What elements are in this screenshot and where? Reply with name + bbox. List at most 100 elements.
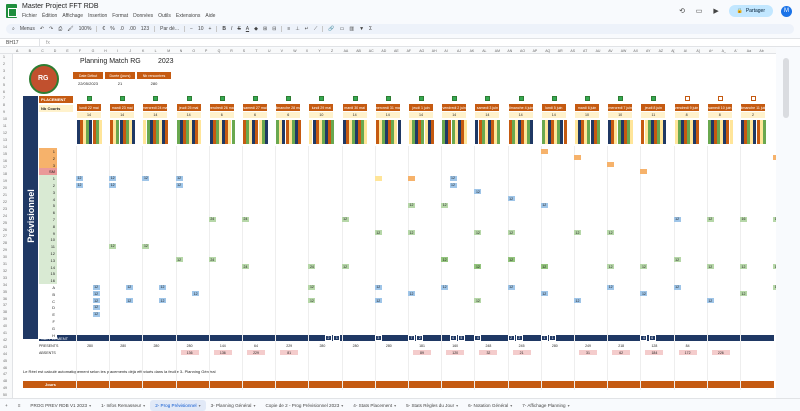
- paint-format-icon[interactable]: 🖌: [67, 26, 74, 32]
- menu-item[interactable]: Outils: [158, 13, 171, 19]
- row-header[interactable]: 21: [3, 193, 7, 197]
- currency-button[interactable]: €: [102, 26, 106, 32]
- schedule-cell[interactable]: 16: [773, 216, 776, 222]
- schedule-cell[interactable]: 12: [159, 284, 166, 290]
- search-icon[interactable]: ⌕: [12, 26, 15, 32]
- schedule-cell[interactable]: 12: [92, 298, 100, 304]
- presents-value[interactable]: 128: [651, 343, 658, 348]
- column-header[interactable]: J: [129, 49, 132, 53]
- column-header[interactable]: AR: [557, 49, 563, 53]
- schedule-cell[interactable]: 12: [76, 175, 83, 181]
- absents-value[interactable]: 62: [612, 350, 631, 355]
- column-header[interactable]: AK: [469, 49, 475, 53]
- column-header[interactable]: P: [205, 49, 208, 53]
- column-header[interactable]: O: [192, 49, 196, 53]
- chevron-down-icon[interactable]: ▾: [567, 402, 570, 408]
- presents-value[interactable]: 160: [452, 343, 459, 348]
- sheet-tab[interactable]: Copie de 2 - Prog Prévisionnel 2023▾: [260, 400, 348, 411]
- comment-icon[interactable]: ▭: [695, 8, 703, 15]
- absents-value[interactable]: 229: [247, 350, 265, 355]
- print-icon[interactable]: ⎙: [58, 26, 63, 32]
- supplement-cell[interactable]: 2: [515, 335, 523, 341]
- menu-item[interactable]: Insertion: [88, 13, 108, 19]
- presents-value[interactable]: 280: [551, 343, 558, 348]
- history-icon[interactable]: ⟲: [679, 8, 686, 15]
- column-header[interactable]: A: [16, 49, 19, 53]
- supplement-cell[interactable]: 1: [549, 335, 557, 341]
- menus-search[interactable]: Menus: [19, 26, 35, 32]
- schedule-cell[interactable]: 12: [92, 311, 100, 317]
- column-header[interactable]: L: [154, 49, 157, 53]
- presents-value[interactable]: 64: [254, 343, 258, 348]
- schedule-cell[interactable]: 12: [507, 230, 515, 236]
- add-sheet-button[interactable]: +: [0, 400, 13, 411]
- column-header[interactable]: AU: [595, 49, 601, 53]
- column-header[interactable]: S: [242, 49, 246, 53]
- column-header[interactable]: AJ: [457, 49, 462, 53]
- schedule-cell[interactable]: 12: [706, 216, 714, 222]
- borders-icon[interactable]: ⊞: [262, 26, 268, 32]
- placement-checkbox[interactable]: [684, 96, 690, 101]
- chevron-down-icon[interactable]: ▾: [341, 402, 344, 408]
- column-header[interactable]: K: [142, 49, 145, 53]
- font-select[interactable]: Par dé...: [160, 26, 180, 32]
- column-header[interactable]: A\: [683, 49, 688, 53]
- supplement-cell[interactable]: 6: [648, 335, 656, 341]
- schedule-cell[interactable]: 12: [374, 298, 382, 304]
- column-header[interactable]: AC: [368, 49, 374, 53]
- sheet-tab[interactable]: 5- Stats Règles du Jour▾: [401, 400, 463, 411]
- absents-value[interactable]: [81, 350, 99, 355]
- column-header[interactable]: AT: [583, 49, 588, 53]
- percent-button[interactable]: %: [110, 26, 115, 32]
- row-header[interactable]: 6: [3, 89, 5, 94]
- schedule-cell[interactable]: 12: [673, 284, 681, 290]
- sheet-tab[interactable]: 1- Infos Remasseur▾: [96, 400, 150, 411]
- chevron-down-icon[interactable]: ▾: [253, 402, 256, 408]
- placement-checkbox[interactable]: [485, 96, 491, 101]
- row-header[interactable]: 8: [3, 103, 5, 108]
- column-header[interactable]: AI: [444, 49, 448, 53]
- schedule-cell[interactable]: 12: [540, 202, 548, 208]
- merge-cells-icon[interactable]: ⊟: [272, 26, 277, 32]
- font-size-increase[interactable]: +: [208, 26, 212, 32]
- presents-value[interactable]: 229: [286, 343, 293, 348]
- schedule-cell[interactable]: 12: [109, 182, 117, 188]
- schedule-cell[interactable]: 12: [706, 298, 714, 304]
- presents-value[interactable]: 280: [87, 343, 93, 348]
- row-header[interactable]: 30: [3, 255, 7, 260]
- zoom-select[interactable]: 100%: [78, 26, 92, 32]
- row-header[interactable]: 36: [3, 296, 7, 301]
- schedule-cell[interactable]: 12: [175, 175, 183, 181]
- absents-value[interactable]: 172: [678, 350, 697, 355]
- align-icon[interactable]: ≡: [287, 26, 291, 32]
- vertical-scrollbar[interactable]: [778, 48, 798, 398]
- info-value-duration[interactable]: 21: [117, 80, 123, 86]
- court-count[interactable]: 14: [375, 112, 400, 118]
- chevron-down-icon[interactable]: ▾: [89, 402, 92, 408]
- supplement-cell[interactable]: 4: [474, 335, 482, 341]
- menu-item[interactable]: Données: [133, 13, 154, 19]
- column-header[interactable]: AD: [381, 49, 387, 53]
- scrollbar-thumb[interactable]: [783, 58, 789, 118]
- insert-comment-icon[interactable]: ▭: [339, 26, 345, 32]
- schedule-cell[interactable]: 12: [192, 291, 200, 297]
- placement-checkbox[interactable]: [717, 96, 723, 101]
- row-header[interactable]: 38: [3, 310, 7, 315]
- row-header[interactable]: 12: [3, 130, 7, 135]
- schedule-cell[interactable]: [574, 155, 581, 161]
- court-count[interactable]: 14: [176, 112, 201, 118]
- column-header[interactable]: AL: [482, 49, 487, 53]
- row-header[interactable]: 23: [3, 206, 7, 211]
- schedule-cell[interactable]: 12: [308, 284, 316, 290]
- schedule-cell[interactable]: 12: [474, 230, 482, 236]
- filter-icon[interactable]: ▼: [359, 26, 365, 32]
- row-header[interactable]: 14: [3, 144, 7, 149]
- row-header[interactable]: 27: [3, 234, 7, 239]
- court-count[interactable]: 6: [276, 112, 301, 118]
- supplement-cell[interactable]: 2: [325, 335, 332, 341]
- functions-icon[interactable]: Σ: [369, 26, 373, 32]
- sheet-tab[interactable]: 2- Prog Prévisionnel▾: [150, 399, 206, 411]
- rotate-icon[interactable]: ⟋: [313, 26, 318, 32]
- schedule-cell[interactable]: 12: [507, 196, 515, 202]
